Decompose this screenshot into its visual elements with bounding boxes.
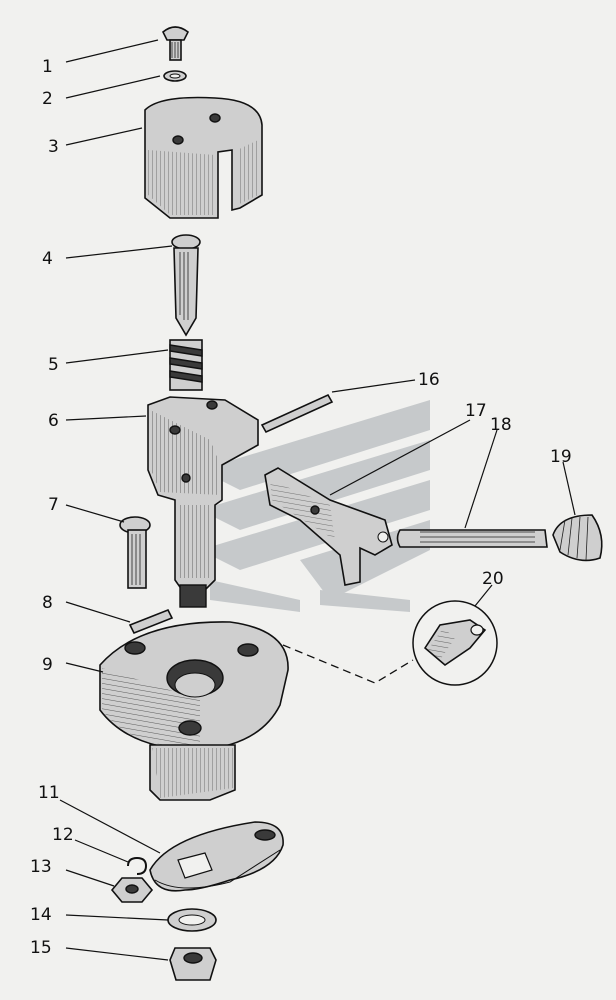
label-16: 16: [418, 370, 440, 390]
part-17-lever: [264, 467, 393, 586]
dashed-link-line: [282, 644, 414, 684]
label-2: 2: [42, 89, 53, 109]
label-19: 19: [550, 447, 572, 467]
part-9-flange: [99, 621, 289, 801]
part-8-pin: [128, 608, 174, 635]
part-1-screw: [162, 26, 190, 61]
part-11-lever-plate: [149, 821, 284, 892]
label-12: 12: [52, 825, 74, 845]
part-3-cap: [144, 96, 263, 219]
label-13: 13: [30, 857, 52, 877]
part-labels: 1 2 3 4 5 6 7 8 9 11 12 13 14 15 16 17 1…: [30, 57, 572, 958]
part-14-washer: [167, 908, 217, 932]
part-4-pin: [171, 234, 201, 337]
label-8: 8: [42, 593, 53, 613]
label-14: 14: [30, 905, 52, 925]
label-20: 20: [482, 569, 504, 589]
part-12-clip: [127, 856, 148, 875]
part-18-rod: [396, 529, 548, 548]
label-7: 7: [48, 495, 59, 515]
label-5: 5: [48, 355, 59, 375]
label-15: 15: [30, 938, 52, 958]
label-6: 6: [48, 411, 59, 431]
part-5-spring: [169, 339, 203, 391]
part-15-castle-nut: [169, 947, 217, 981]
part-7-screw: [119, 516, 151, 589]
part-13-nut: [110, 877, 154, 903]
label-18: 18: [490, 415, 512, 435]
part-2-washer: [163, 70, 187, 82]
part-20-detail-view: [412, 600, 498, 686]
part-16-pin: [260, 393, 334, 434]
label-11: 11: [38, 783, 60, 803]
label-9: 9: [42, 655, 53, 675]
label-1: 1: [42, 57, 53, 77]
label-4: 4: [42, 249, 53, 269]
label-17: 17: [465, 401, 487, 421]
part-6-valve-body: [147, 396, 259, 608]
leader-lines: [59, 39, 576, 961]
part-19-knob: [552, 514, 603, 562]
label-3: 3: [48, 137, 59, 157]
